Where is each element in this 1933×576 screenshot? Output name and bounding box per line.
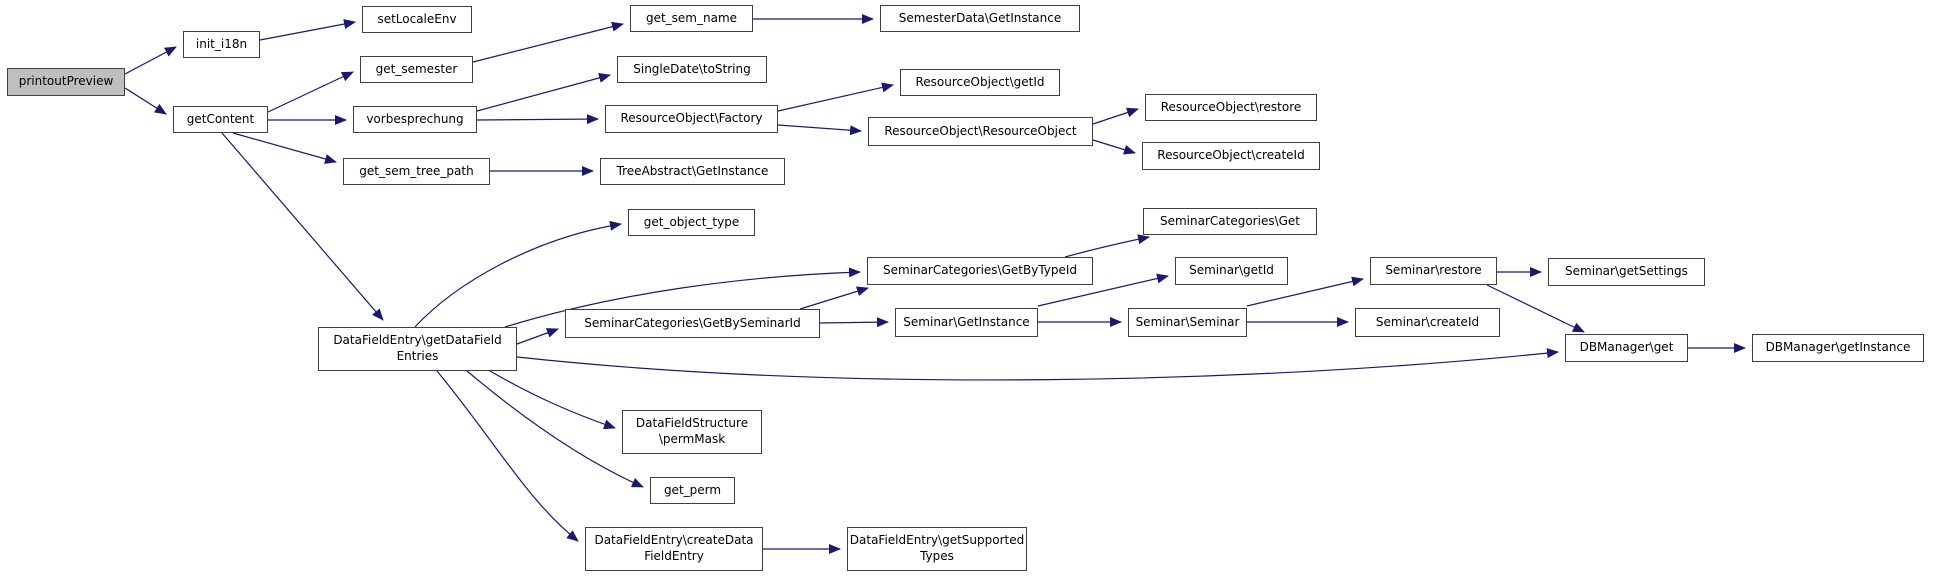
node-seminar-seminar[interactable]: Seminar\Seminar <box>1128 308 1247 337</box>
edge-SeminarCategories_GetByTypeId-SeminarCategories_Get <box>1064 234 1150 258</box>
edge-printoutPreview-getContent <box>124 87 167 115</box>
node-seminar-getinstance[interactable]: Seminar\GetInstance <box>895 308 1038 337</box>
edge-Seminar_restore-DBManager_get <box>1486 284 1585 333</box>
edge-getContent-get_sem_tree_path <box>232 132 337 164</box>
node-singledate-tostring[interactable]: SingleDate\toString <box>617 56 767 83</box>
edge-ResourceObject_Factory-ResourceObject_getId <box>777 82 894 112</box>
node-resourceobject-restore[interactable]: ResourceObject\restore <box>1145 94 1317 121</box>
edge-getDataFieldEntries-DBManager_get <box>516 348 1559 381</box>
node-resourceobject-createid[interactable]: ResourceObject\createId <box>1142 142 1320 170</box>
edge-Seminar_GetInstance-Seminar_getId <box>1037 273 1169 307</box>
edge-getDataFieldEntries-DataFieldStructure_permMask <box>489 370 616 430</box>
node-dbmanager-getinstance[interactable]: DBManager\getInstance <box>1752 334 1924 362</box>
edge-printoutPreview-init_i18n <box>124 46 177 75</box>
node-get-perm[interactable]: get_perm <box>650 477 735 504</box>
node-datafieldstructure-permmask[interactable]: DataFieldStructure\permMask <box>622 410 762 454</box>
node-seminar-getsettings[interactable]: Seminar\getSettings <box>1548 258 1705 286</box>
node-seminar-createid[interactable]: Seminar\createId <box>1355 308 1500 337</box>
node-set-locale-env[interactable]: setLocaleEnv <box>362 6 472 33</box>
node-seminarcategories-get[interactable]: SeminarCategories\Get <box>1143 208 1317 235</box>
edge-getDataFieldEntries-DataFieldEntry_createDataFieldEntry <box>436 370 579 542</box>
edge-ResourceObject_Factory-ResourceObject_ResourceObject <box>777 124 862 136</box>
node-printout-preview[interactable]: printoutPreview <box>7 68 125 96</box>
node-get-object-type[interactable]: get_object_type <box>628 209 755 236</box>
edge-ResourceObject_ResourceObject-ResourceObject_createId <box>1092 139 1136 155</box>
node-resourceobject-resourceobject[interactable]: ResourceObject\ResourceObject <box>868 117 1093 146</box>
edge-get_semester-get_sem_name <box>472 21 624 63</box>
edge-Seminar_Seminar-Seminar_restore <box>1246 276 1364 307</box>
node-get-sem-tree-path[interactable]: get_sem_tree_path <box>343 158 490 185</box>
node-get-sem-name[interactable]: get_sem_name <box>630 5 753 32</box>
node-get-content[interactable]: getContent <box>173 106 268 133</box>
node-semesterdata-getinstance[interactable]: SemesterData\GetInstance <box>880 5 1080 32</box>
edge-ResourceObject_ResourceObject-ResourceObject_restore <box>1092 107 1139 125</box>
node-seminar-getid[interactable]: Seminar\getId <box>1175 257 1288 285</box>
node-vorbesprechung[interactable]: vorbesprechung <box>353 106 477 133</box>
node-seminarcategories-getbyseminarid[interactable]: SeminarCategories\GetBySeminarId <box>565 309 820 338</box>
edge-init_i18n-setLocaleEnv <box>259 19 356 41</box>
node-resourceobject-factory[interactable]: ResourceObject\Factory <box>605 105 778 133</box>
node-get-semester[interactable]: get_semester <box>360 56 473 83</box>
edge-getDataFieldEntries-SeminarCategories_GetByTypeId <box>504 267 861 328</box>
edge-SeminarCategories_GetBySeminarId-Seminar_GetInstance <box>819 317 889 328</box>
edge-vorbesprechung-ResourceObject_Factory <box>476 114 599 125</box>
edge-SeminarCategories_GetBySeminarId-SeminarCategories_GetByTypeId <box>799 286 869 310</box>
node-resourceobject-getid[interactable]: ResourceObject\getId <box>900 69 1060 96</box>
edge-vorbesprechung-SingleDate_toString <box>476 73 611 112</box>
edge-getContent-getDataFieldEntries <box>221 132 384 321</box>
edge-getDataFieldEntries-get_object_type <box>414 220 622 328</box>
node-init-i18n[interactable]: init_i18n <box>183 31 260 58</box>
edge-getContent-get_semester <box>267 71 354 113</box>
node-seminarcategories-getbytypeid[interactable]: SeminarCategories\GetByTypeId <box>867 257 1093 285</box>
edge-getDataFieldEntries-get_perm <box>466 370 644 488</box>
node-dbmanager-get[interactable]: DBManager\get <box>1565 334 1688 362</box>
node-treeabstract-getinstance[interactable]: TreeAbstract\GetInstance <box>600 158 785 185</box>
edge-getDataFieldEntries-SeminarCategories_GetBySeminarId <box>516 328 559 345</box>
node-seminar-restore[interactable]: Seminar\restore <box>1370 257 1497 285</box>
